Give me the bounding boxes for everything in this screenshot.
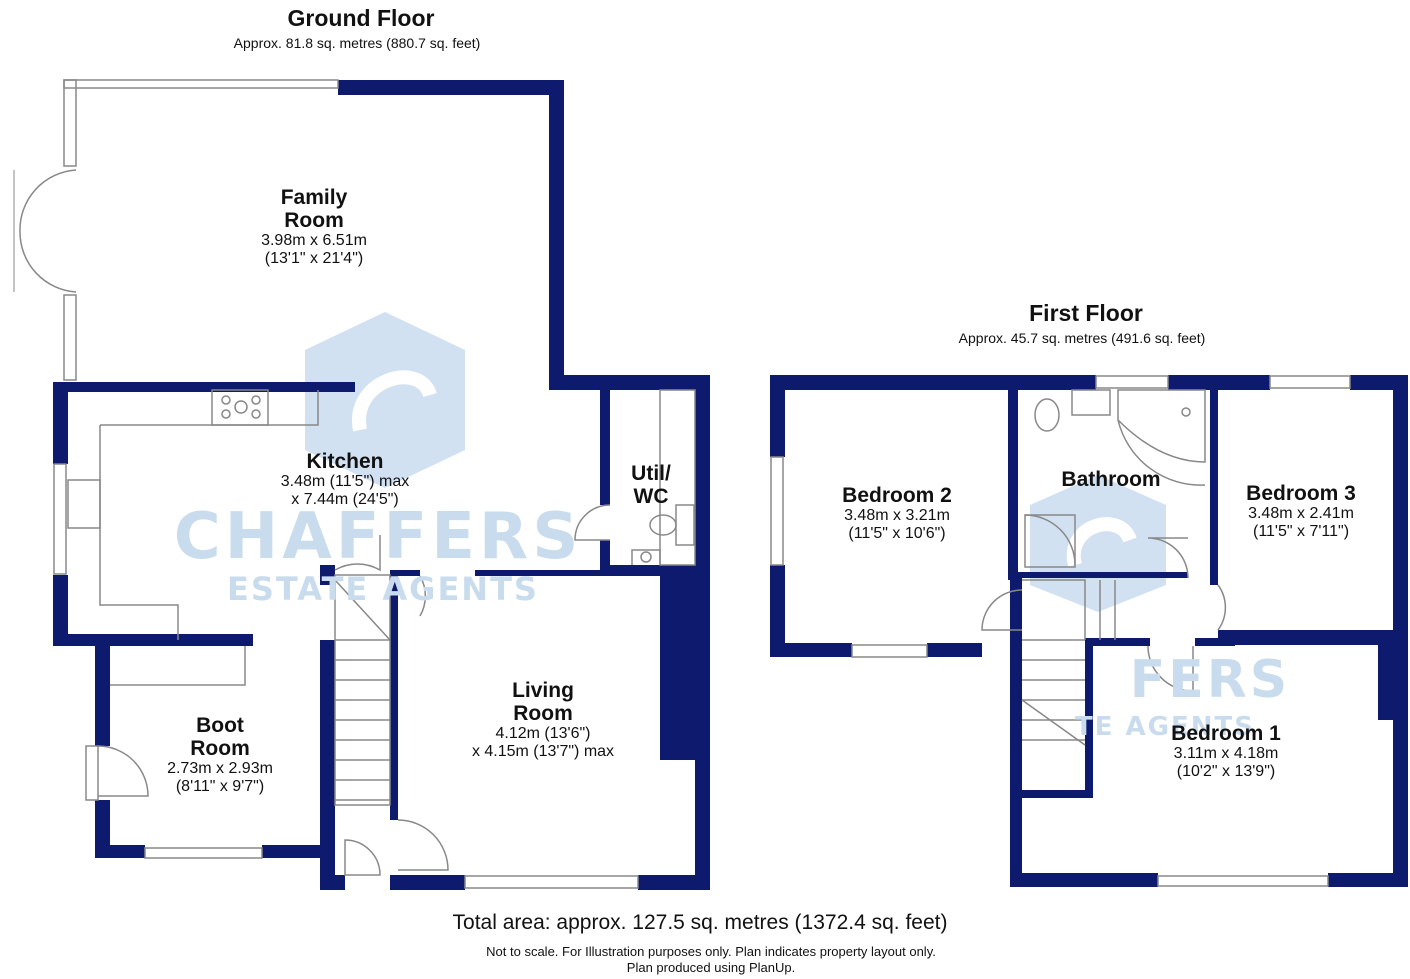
disclaimer-note: Not to scale. For Illustration purposes … [486,944,936,959]
room-bedroom-3: Bedroom 3 3.48m x 2.41m (11'5" x 7'11") [1246,482,1356,541]
room-dimensions-metric: 2.73m x 2.93m [167,760,273,777]
room-name: Boot Room [190,714,250,760]
ground-floor-walls [53,80,710,890]
first-floor-walls [770,375,1408,887]
room-dimensions-metric: 4.12m (13'6") [495,725,591,742]
first-floor-area: Approx. 45.7 sq. metres (491.6 sq. feet) [958,330,1206,346]
watermark-brand-partial: FERS [1129,650,1291,710]
watermark-tagline-partial: TE AGENTS [1075,712,1255,742]
room-util-wc: Util/ WC [631,462,671,508]
room-name: Bedroom 3 [1246,482,1356,505]
room-name: Family Room [280,186,348,232]
room-dimensions-metric: 3.48m (11'5") max [280,473,410,490]
room-dimensions-imperial: (11'5" x 7'11") [1252,523,1350,540]
room-bedroom-2: Bedroom 2 3.48m x 3.21m (11'5" x 10'6") [842,484,952,543]
watermark-brand: CHAFFERS [173,500,583,574]
room-dimensions-metric: 3.48m x 2.41m [1248,505,1354,522]
room-dimensions-imperial: x 7.44m (24'5") [291,491,399,508]
produced-by-note: Plan produced using PlanUp. [626,960,796,975]
room-family-room: Family Room 3.98m x 6.51m (13'1" x 21'4"… [261,186,367,268]
room-dimensions-metric: 3.11m x 4.18m [1173,745,1279,762]
room-dimensions-imperial: (8'11" x 9'7") [175,778,265,795]
room-dimensions-imperial: x 4.15m (13'7") max [471,743,615,760]
room-living-room: Living Room 4.12m (13'6") x 4.15m (13'7"… [472,679,614,761]
room-kitchen: Kitchen 3.48m (11'5") max x 7.44m (24'5"… [281,450,409,509]
room-name: Bedroom 1 [1171,722,1281,745]
room-name: Bedroom 2 [842,484,952,507]
room-boot-room: Boot Room 2.73m x 2.93m (8'11" x 9'7") [167,714,273,796]
room-name: Bathroom [1061,468,1161,491]
first-floor-title: First Floor [1029,300,1143,326]
room-dimensions-metric: 3.98m x 6.51m [261,232,367,249]
room-name: Kitchen [306,450,384,473]
room-dimensions-imperial: (13'1" x 21'4") [264,250,364,267]
total-area: Total area: approx. 127.5 sq. metres (13… [452,911,948,934]
room-dimensions-imperial: (10'2" x 13'9") [1176,763,1276,780]
ground-floor-fixtures [13,79,696,889]
room-name: Living Room [512,679,574,725]
ground-floor-area: Approx. 81.8 sq. metres (880.7 sq. feet) [233,35,481,51]
watermark-tagline: ESTATE AGENTS [227,570,539,608]
room-dimensions-imperial: (11'5" x 10'6") [848,525,946,542]
room-bathroom: Bathroom [1061,468,1160,491]
room-name: Util/ WC [631,462,671,508]
first-floor-fixtures [770,375,1351,887]
room-bedroom-1: Bedroom 1 3.11m x 4.18m (10'2" x 13'9") [1171,722,1281,781]
ground-floor-title: Ground Floor [287,5,435,31]
room-dimensions-metric: 3.48m x 3.21m [844,507,950,524]
